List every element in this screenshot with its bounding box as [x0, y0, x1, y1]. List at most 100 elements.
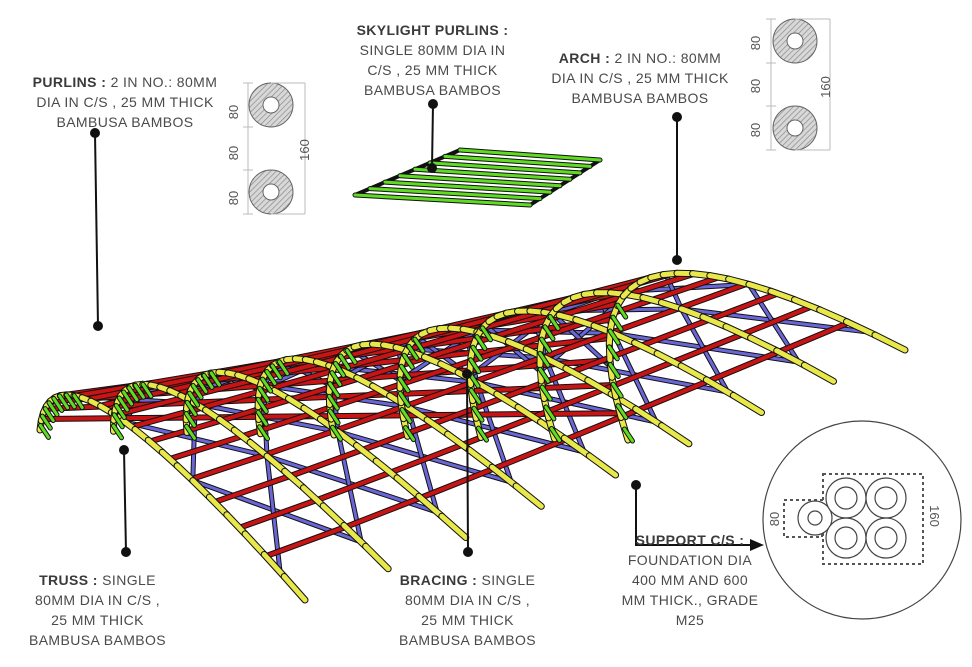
foundation-circle	[762, 420, 962, 620]
truss-web	[538, 351, 550, 367]
truss-web	[616, 404, 628, 420]
support-line-4: M25	[675, 612, 705, 628]
truss-web	[47, 401, 59, 417]
truss-web	[328, 409, 340, 425]
truss-web	[277, 360, 289, 376]
bracing-pointer	[466, 373, 469, 553]
truss-web	[544, 405, 556, 421]
purlins-line-1: 2 IN NO.: 80MM	[106, 74, 218, 90]
truss-web	[339, 354, 351, 370]
purlin-member	[500, 369, 575, 400]
truss-web	[258, 425, 269, 441]
truss-web	[328, 382, 340, 398]
arch-member	[301, 485, 326, 509]
truss-web	[270, 364, 282, 380]
purlin-member	[541, 330, 614, 360]
arch-member	[489, 464, 519, 489]
arch-member	[730, 392, 764, 415]
purlin-member	[263, 525, 348, 559]
truss-web	[608, 363, 620, 378]
support-dim-small: 80	[767, 512, 782, 526]
arch-member	[678, 306, 706, 320]
arch-member	[586, 453, 619, 478]
purlin-member	[379, 366, 452, 393]
skylight-truss	[443, 154, 592, 168]
truss-web	[481, 326, 492, 342]
purlin-member	[356, 355, 429, 381]
truss-web	[188, 391, 200, 407]
bracing-line-4: BAMBUSA BAMBOS	[398, 632, 537, 648]
purlin-member	[360, 421, 435, 452]
arch-member	[405, 404, 430, 423]
purlin-member	[403, 379, 477, 408]
truss-web	[402, 353, 414, 369]
arch-member	[817, 307, 849, 325]
arch-member	[659, 423, 692, 447]
truss-web	[196, 378, 208, 394]
arch-member	[678, 363, 709, 383]
arch-member	[748, 335, 780, 354]
purlin-dim-3: 80	[226, 191, 241, 205]
truss-web	[538, 367, 550, 383]
truss-web	[133, 383, 145, 399]
truss-web	[608, 329, 620, 345]
purlins-label: PURLINS : 2 IN NO.: 80MM DIA IN C/S , 25…	[10, 72, 240, 132]
arch-member	[654, 351, 684, 369]
support-dim-total: 160	[927, 505, 942, 527]
arch-line-1: 2 IN NO.: 80MM	[610, 50, 722, 66]
purlin-member	[212, 474, 293, 505]
arch-member	[494, 391, 521, 410]
arch-member	[774, 348, 807, 368]
truss-web	[40, 414, 52, 430]
purlin-member	[314, 470, 393, 503]
truss-web	[265, 370, 277, 385]
arch-member	[335, 429, 359, 448]
purlin-member	[460, 415, 536, 447]
arch-member	[424, 417, 451, 437]
purlin-member	[288, 376, 361, 402]
skylight-truss	[368, 187, 542, 201]
arch-member	[174, 463, 196, 484]
arch-member	[261, 552, 287, 579]
support-line-3: MM THICK., GRADE	[621, 592, 759, 608]
truss-web	[611, 315, 623, 331]
purlin-member	[318, 343, 390, 365]
skylight-line-1: SINGLE 80MM DIA IN	[359, 42, 506, 58]
arch-section-detail: 80 80 80 160	[748, 18, 833, 151]
purlin-member	[447, 343, 520, 371]
purlin-member	[677, 281, 749, 311]
truss-web	[548, 315, 560, 330]
purlins-pointer	[94, 132, 99, 327]
truss-line-2: 80MM DIA IN C/S ,	[34, 592, 161, 608]
truss-web	[202, 373, 214, 389]
arch-member	[872, 332, 908, 353]
truss-web	[398, 377, 410, 393]
arch-member	[474, 380, 500, 397]
truss-web	[334, 361, 345, 377]
arch-title: ARCH :	[558, 50, 611, 66]
support-line-2: 400 MM AND 600	[631, 572, 749, 588]
truss-web	[477, 426, 488, 442]
arch-member	[445, 431, 472, 453]
purlins-title: PURLINS :	[32, 74, 107, 90]
purlins-line-3: BAMBUSA BAMBOS	[56, 114, 194, 130]
truss-web	[117, 396, 129, 412]
truss-web	[469, 388, 481, 404]
purlin-member	[167, 373, 240, 393]
truss-web	[400, 408, 412, 423]
skylight-purlins-label: SKYLIGHT PURLINS : SINGLE 80MM DIA IN C/…	[335, 20, 530, 100]
skylight-truss	[458, 148, 602, 162]
arch-line-3: BAMBUSA BAMBOS	[571, 90, 709, 106]
purlins-line-2: DIA IN C/S , 25 MM THICK	[36, 94, 214, 110]
skylight-truss	[398, 174, 562, 188]
truss-web	[543, 325, 555, 341]
purlin-member	[635, 379, 711, 413]
truss-web	[331, 425, 342, 441]
arch-member	[563, 365, 591, 383]
arch-member	[632, 340, 660, 356]
truss-label: TRUSS : SINGLE 80MM DIA IN C/S , 25 MM T…	[10, 570, 185, 650]
arch-member	[585, 377, 614, 397]
truss-web	[475, 335, 487, 351]
truss-line-1: SINGLE	[97, 572, 156, 588]
arch-member	[224, 512, 248, 537]
